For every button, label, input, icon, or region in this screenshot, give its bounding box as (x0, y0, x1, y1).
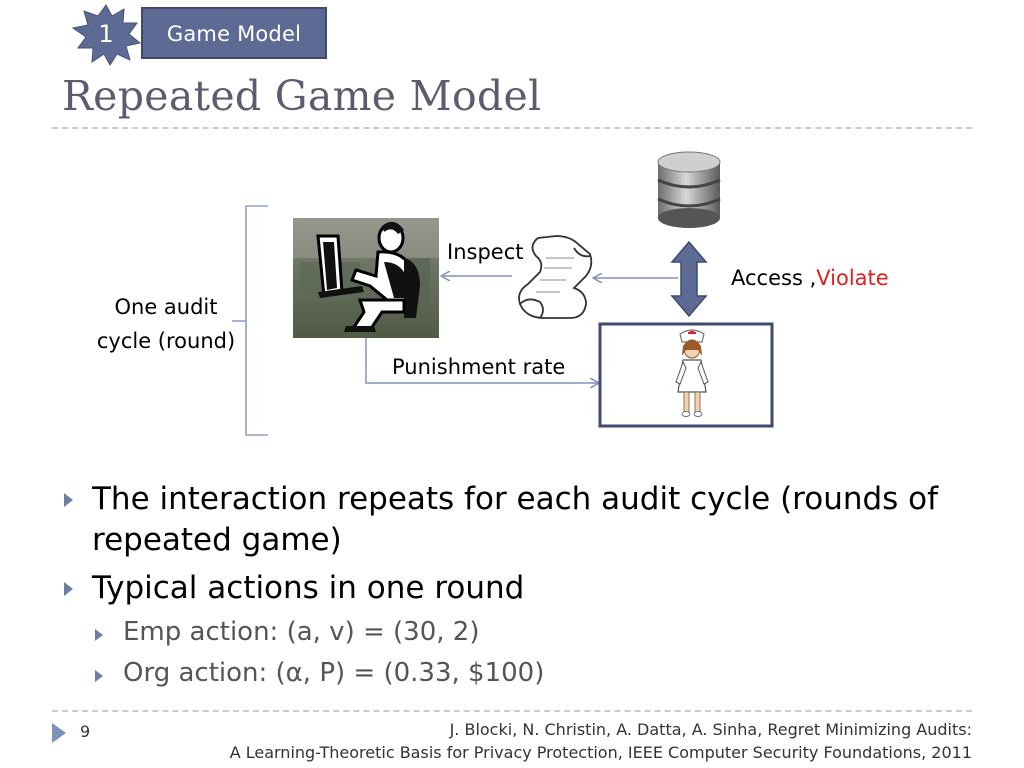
audit-log-scroll-icon (518, 235, 593, 319)
section-number-badge (71, 4, 142, 66)
page-number: 9 (80, 722, 91, 741)
sub-bullet-arrow-icon (95, 629, 103, 641)
bullet-1-line2: repeated game) (92, 522, 342, 558)
database-icon (657, 151, 721, 228)
title-divider (52, 127, 972, 129)
access-violate-label: Access ,Violate (731, 266, 889, 290)
audit-cycle-label-line2: cycle (round) (96, 329, 236, 353)
sub-bullet-org-action: Org action: (α, P) = (0.33, $100) (123, 658, 545, 688)
sub-bullet-emp-action: Emp action: (a, v) = (30, 2) (123, 617, 480, 647)
bullet-arrow-icon (64, 582, 73, 596)
bullet-2: Typical actions in one round (92, 570, 525, 606)
footer-arrow-icon (52, 723, 66, 743)
section-number: 1 (98, 20, 114, 48)
access-double-arrow (670, 240, 708, 318)
citation-line-2: A Learning-Theoretic Basis for Privacy P… (229, 743, 972, 762)
auditor-at-computer-icon (293, 218, 439, 338)
nurse-icon (675, 329, 709, 417)
violate-label: Violate (816, 266, 889, 290)
access-label: Access , (731, 266, 817, 290)
punishment-rate-label: Punishment rate (392, 355, 566, 379)
bullet-1-line1: The interaction repeats for each audit c… (92, 481, 939, 517)
slide-title: Repeated Game Model (62, 72, 542, 120)
audit-cycle-bracket (232, 205, 268, 436)
audit-cycle-label-line1: One audit (114, 295, 218, 319)
footer-divider (52, 710, 972, 712)
section-tab: Game Model (141, 7, 327, 59)
audit-cycle-label: One audit cycle (round) (82, 290, 250, 358)
inspect-label: Inspect (447, 240, 524, 264)
repeated-game-diagram (232, 151, 774, 436)
sub-bullet-arrow-icon (95, 670, 103, 682)
citation-line-1: J. Blocki, N. Christin, A. Datta, A. Sin… (449, 720, 972, 739)
bullet-arrow-icon (64, 493, 73, 507)
punishment-arrow (365, 338, 598, 383)
